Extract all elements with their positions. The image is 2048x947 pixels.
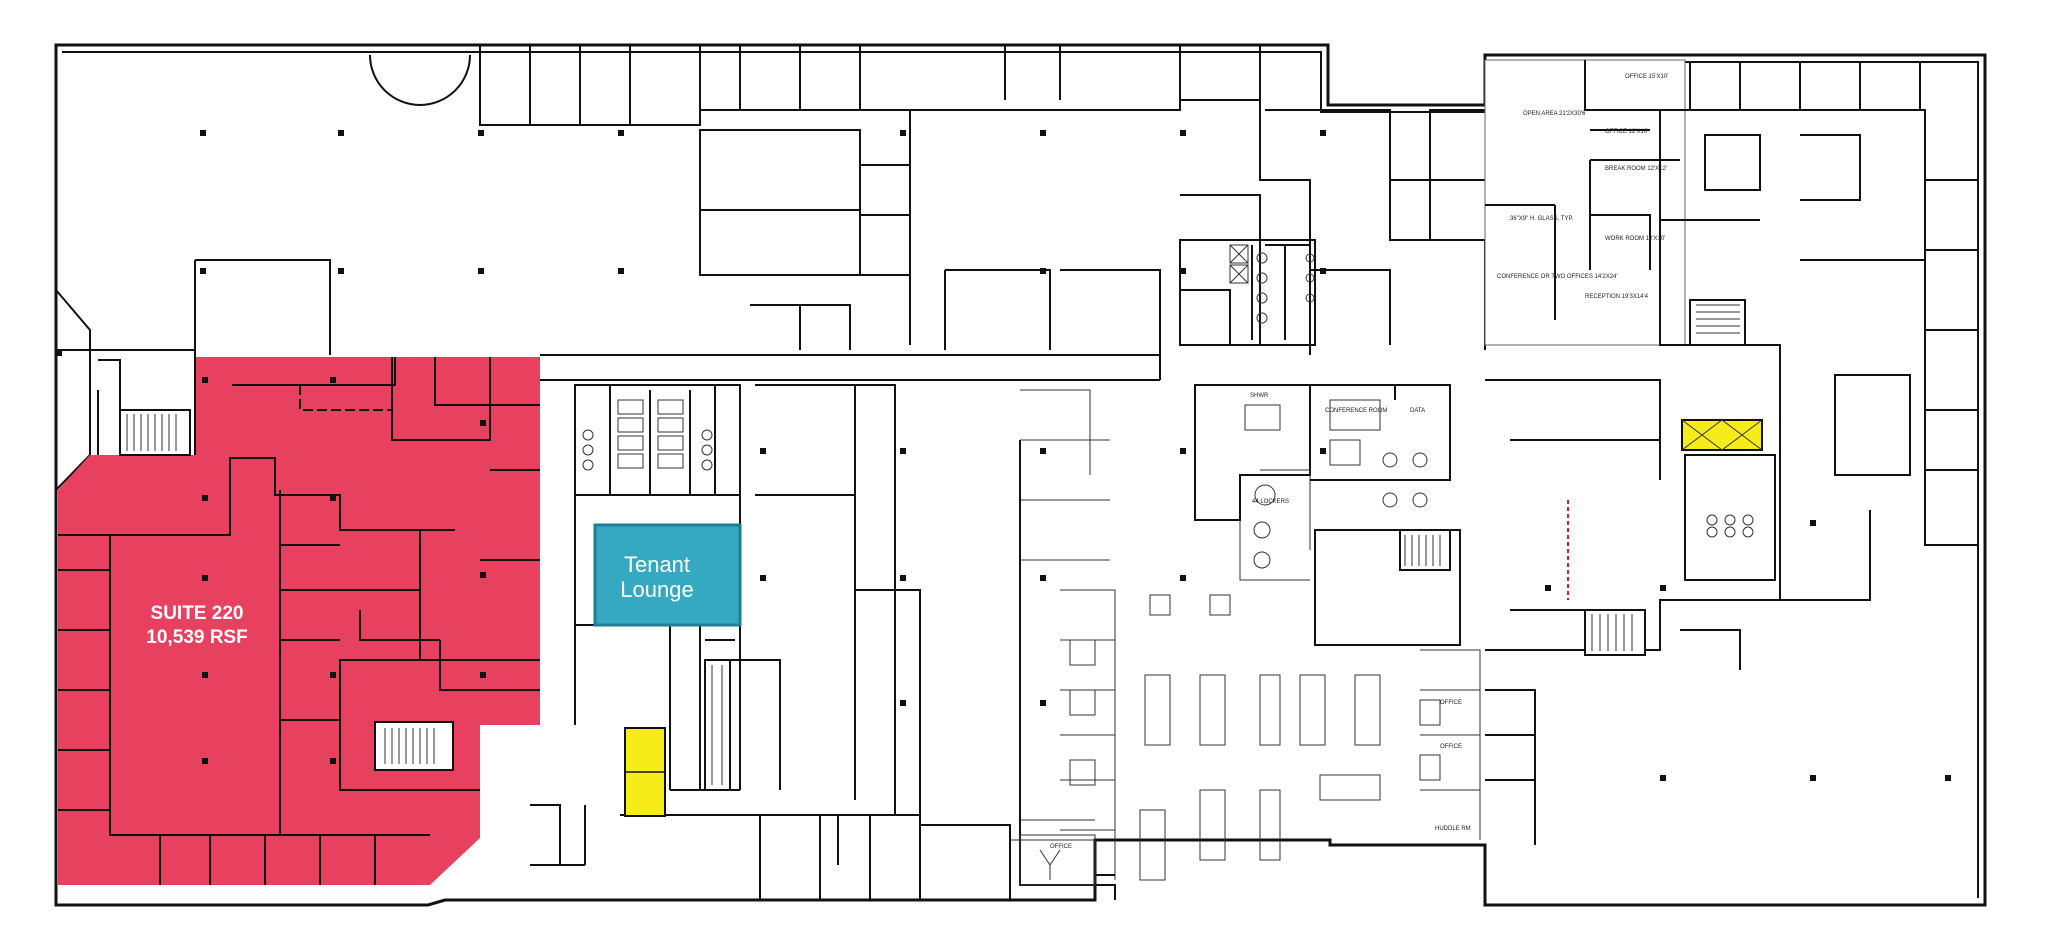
tenant-suite-center: CONFERENCE ROOM DATA 44 LOCKERS SHWR OFF… xyxy=(1010,350,1481,900)
entry-vestibule xyxy=(530,804,586,866)
rotunda xyxy=(369,54,471,106)
central-elevators xyxy=(624,659,731,817)
label-conference: CONFERENCE OR TWO OFFICES 14'2X24' xyxy=(1497,274,1618,280)
label-huddle: HUDDLE RM xyxy=(1435,826,1471,832)
east-elevators xyxy=(1681,419,1776,581)
label-office-c: OFFICE xyxy=(1050,844,1072,850)
label-office-a: OFFICE xyxy=(1440,700,1462,706)
label-shower: SHWR xyxy=(1250,393,1269,399)
lounge-title-line2: Lounge xyxy=(620,577,693,602)
suite-walls xyxy=(58,357,540,885)
central-columns xyxy=(760,448,1326,706)
suite-name: SUITE 220 xyxy=(151,603,244,624)
east-columns xyxy=(1545,520,1951,781)
lounge-title-line1: Tenant xyxy=(624,552,690,577)
label-data: DATA xyxy=(1410,408,1425,414)
label-office-top: OFFICE 15'X10' xyxy=(1625,74,1668,80)
stair-northwest xyxy=(97,359,191,456)
central-restrooms xyxy=(574,384,716,496)
north-restrooms xyxy=(1179,239,1316,346)
label-conference-room: CONFERENCE ROOM xyxy=(1325,408,1387,414)
label-office2: OFFICE 12'X10' xyxy=(1605,129,1648,135)
central-core xyxy=(540,354,1160,900)
label-glass: 36"X9" H. GLASS, TYP. xyxy=(1510,216,1574,222)
suite-stair xyxy=(374,721,454,771)
label-reception: RECEPTION 19'3X14'4 xyxy=(1585,294,1649,300)
tenant-lounge[interactable]: Tenant Lounge xyxy=(593,523,742,627)
spec-suite: OFFICE 15'X10' OPEN AREA 21'2X30'6 OFFIC… xyxy=(1484,59,1686,346)
label-break-room: BREAK ROOM 12'X12' xyxy=(1605,166,1667,172)
label-open-area: OPEN AREA 21'2X30'6 xyxy=(1523,111,1586,117)
label-lockers: 44 LOCKERS xyxy=(1252,499,1289,505)
label-office-b: OFFICE xyxy=(1440,744,1462,750)
suite-columns xyxy=(202,377,486,764)
label-work-room: WORK ROOM 12'X10' xyxy=(1605,236,1665,242)
workstation-clusters xyxy=(1069,594,1441,881)
east-stairs xyxy=(1567,299,1746,656)
north-columns xyxy=(56,130,1326,356)
north-rooms-left xyxy=(56,45,1486,357)
suite-area: 10,539 RSF xyxy=(146,627,247,648)
suite-220[interactable]: SUITE 220 10,539 RSF xyxy=(58,357,540,885)
